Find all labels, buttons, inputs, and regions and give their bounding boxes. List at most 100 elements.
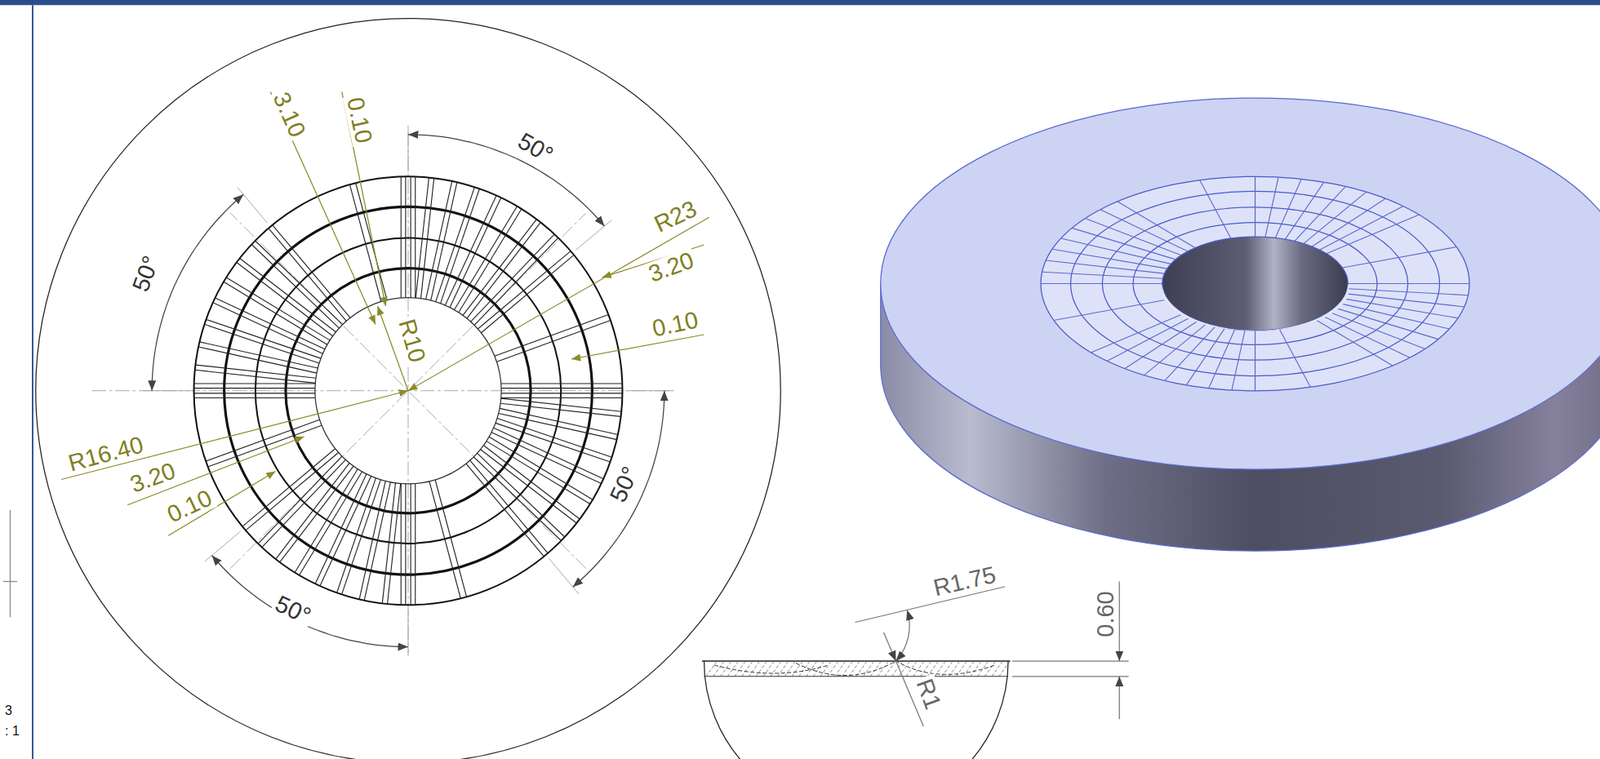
- dimension-line: [1119, 582, 1120, 663]
- slot-line: [415, 177, 429, 298]
- slot-line: [194, 382, 316, 384]
- slot-line: [404, 176, 406, 298]
- iso-slot: [1265, 177, 1279, 238]
- iso-slot: [1045, 260, 1165, 274]
- iso-slot: [1053, 299, 1168, 320]
- iso-slot: [1279, 328, 1311, 388]
- leader-line: [342, 92, 387, 307]
- ring-circle: [315, 297, 502, 485]
- slot-line: [262, 459, 347, 547]
- hidden-profile: [795, 661, 996, 676]
- angle-dimension: [212, 555, 409, 647]
- slot-line: [501, 387, 623, 389]
- slot-line: [208, 425, 322, 467]
- slot-line: [477, 453, 565, 538]
- slot-line: [480, 254, 574, 333]
- frame-bar: [0, 0, 1600, 5]
- angle-dimension: [151, 194, 244, 391]
- iso-ring: [1133, 222, 1378, 346]
- iso-slot: [1106, 317, 1192, 362]
- slot-line: [400, 484, 402, 605]
- iso-slot: [1052, 248, 1167, 269]
- hidden-profile: [714, 665, 829, 674]
- front-view: [35, 18, 782, 759]
- slot-line: [483, 445, 580, 520]
- iso-slot: [1231, 329, 1245, 391]
- leader-line: [571, 334, 705, 360]
- slot-line: [458, 208, 522, 313]
- iso-slot: [1254, 176, 1256, 237]
- iso-slot: [1346, 293, 1465, 307]
- slot-line: [194, 392, 316, 394]
- slot-line: [226, 277, 330, 341]
- frame-line: [31, 4, 34, 759]
- extension-line: [204, 531, 241, 562]
- iso-slot: [1319, 206, 1404, 251]
- slot-line: [497, 417, 612, 458]
- slot-line: [410, 484, 412, 605]
- iso-slot: [1208, 328, 1236, 389]
- center-line: [230, 213, 587, 569]
- slot-line: [195, 369, 316, 383]
- dimension-label: R23: [648, 195, 703, 237]
- slot-line: [473, 457, 561, 542]
- iso-slot: [1100, 209, 1188, 252]
- section-hatch: [999, 662, 1010, 677]
- iso-slot: [1348, 283, 1470, 285]
- dimension-label: R16.40: [63, 431, 149, 476]
- dimension-label: 3.10: [267, 86, 311, 143]
- iso-slot: [1117, 201, 1196, 249]
- slot-line: [494, 314, 609, 356]
- slot-line: [349, 184, 381, 302]
- dimension-label: 3.20: [643, 247, 700, 288]
- slot-line: [364, 482, 391, 601]
- bowl-arc: [704, 661, 1009, 759]
- center-line: [92, 390, 675, 392]
- slot-line: [410, 176, 412, 298]
- leader-line: [61, 391, 409, 480]
- slot-line: [500, 403, 621, 417]
- iso-slot: [1186, 328, 1226, 386]
- iso-slot: [1343, 298, 1458, 319]
- iso-slot: [1042, 271, 1163, 279]
- dimension-label: 50°: [128, 250, 165, 298]
- dimension-label: 50°: [269, 591, 316, 630]
- iso-slot: [1254, 330, 1256, 392]
- slot-line: [255, 240, 343, 325]
- radius-arc: [896, 610, 911, 663]
- extension-line: [142, 390, 190, 392]
- slot-line: [488, 436, 593, 500]
- hole-wall: [1162, 284, 1350, 332]
- slot-line: [355, 182, 387, 300]
- leader-line: [855, 586, 1006, 623]
- iso-slot: [1040, 283, 1162, 285]
- slot-line: [470, 460, 548, 554]
- dimension-label: 0.10: [161, 484, 218, 529]
- extension-line: [626, 390, 674, 392]
- ring-circle: [224, 207, 592, 575]
- iso-slot: [1124, 320, 1199, 369]
- slot-line: [501, 397, 623, 399]
- dimension-label: R10: [394, 314, 431, 368]
- cut-dimension: [3, 581, 18, 583]
- slot-line: [501, 382, 623, 384]
- slot-line: [382, 483, 396, 604]
- extension-line: [575, 220, 612, 251]
- outer-circle: [35, 18, 782, 759]
- slot-line: [198, 346, 317, 374]
- slot-line: [195, 364, 316, 378]
- slot-line: [387, 484, 401, 605]
- slot-line: [204, 324, 319, 364]
- slot-line: [471, 234, 556, 322]
- dimension-label: 0.60: [1093, 588, 1117, 640]
- extension-line: [1012, 675, 1129, 677]
- slot-line: [342, 480, 382, 595]
- slot-line: [486, 441, 591, 505]
- slot-line: [429, 481, 461, 599]
- iso-slot: [1342, 247, 1457, 268]
- dimension-label: R1.75: [928, 562, 1000, 601]
- dimension-label: R1: [911, 673, 946, 715]
- iso-slot: [1347, 288, 1468, 296]
- angle-dimension: [408, 134, 605, 227]
- slot-line: [414, 484, 416, 605]
